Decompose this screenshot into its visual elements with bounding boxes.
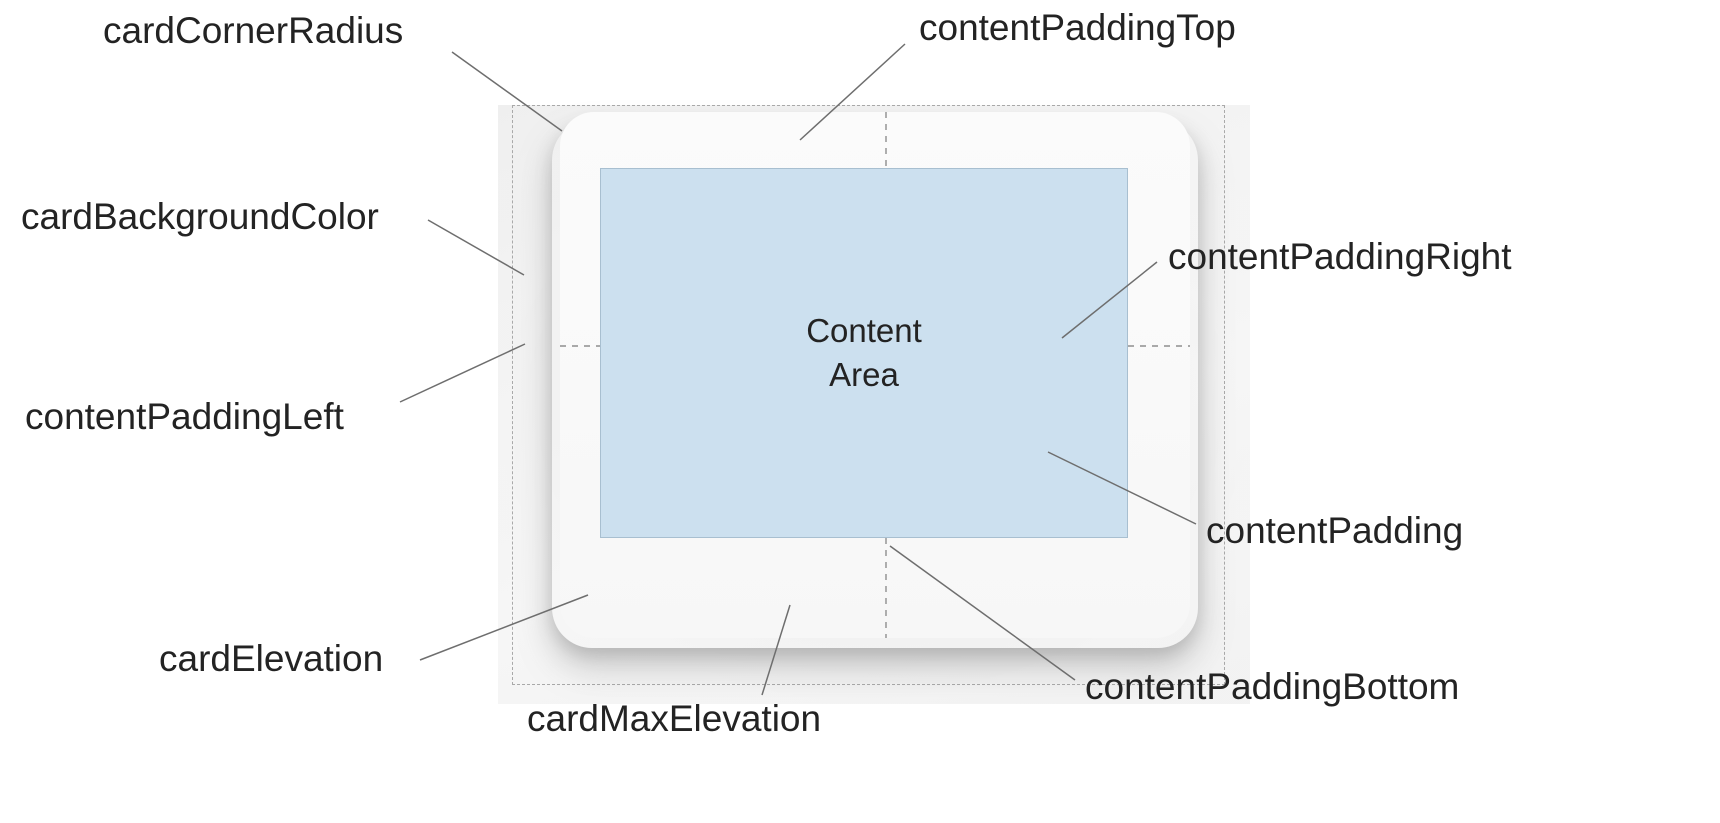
label-cardMaxElevation: cardMaxElevation: [527, 698, 822, 739]
label-contentPaddingBottom: contentPaddingBottom: [1085, 666, 1460, 707]
label-cardCornerRadius: cardCornerRadius: [103, 10, 404, 51]
label-contentPaddingTop: contentPaddingTop: [919, 7, 1236, 48]
label-contentPaddingLeft: contentPaddingLeft: [25, 396, 344, 437]
label-cardBackgroundColor: cardBackgroundColor: [21, 196, 379, 237]
label-contentPaddingRight: contentPaddingRight: [1168, 236, 1512, 277]
content-area-label: Content Area: [806, 312, 922, 393]
content-area: Content Area: [600, 168, 1128, 538]
label-cardElevation: cardElevation: [159, 638, 384, 679]
label-contentPadding: contentPadding: [1206, 510, 1464, 551]
